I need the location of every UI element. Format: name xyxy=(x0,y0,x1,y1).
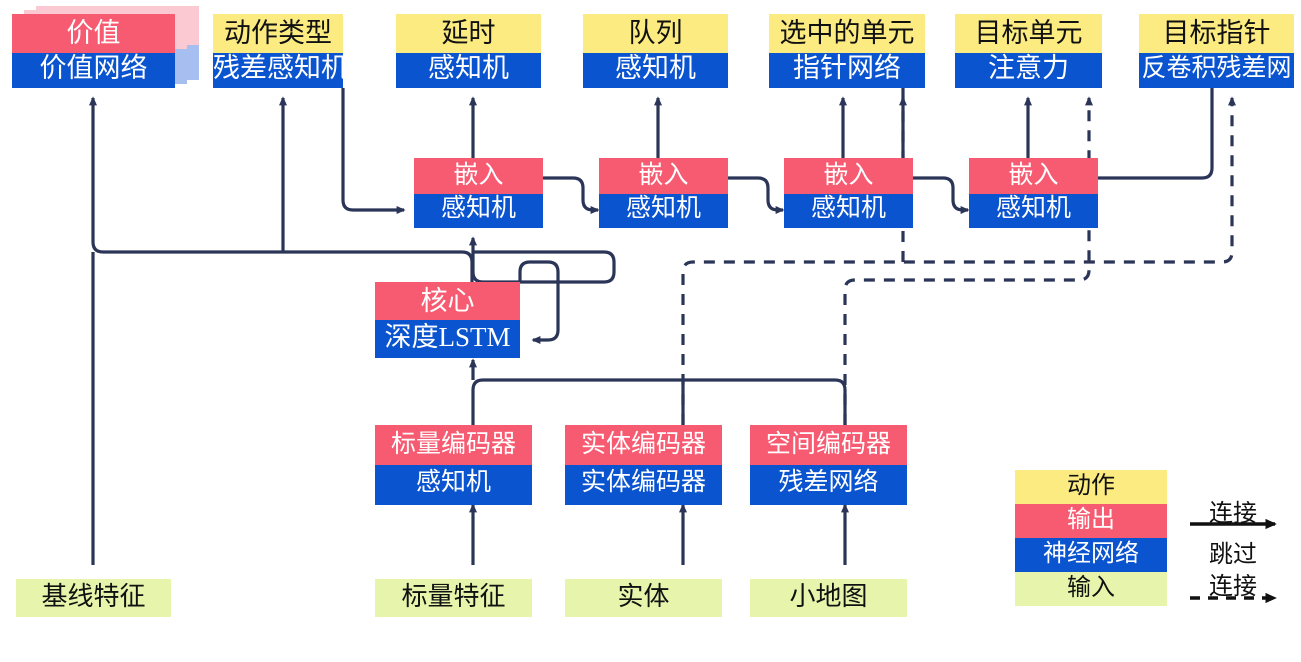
input-scalar-features-label: 标量特征 xyxy=(375,579,532,617)
legend-swatch-action: 动作 xyxy=(1015,470,1167,504)
node-selected-unit-network-label: 指针网络 xyxy=(769,53,925,88)
node-queue[interactable]: 队列 感知机 xyxy=(583,14,728,88)
legend-connection-label: 连接 xyxy=(1209,501,1257,527)
legend-swatch-output: 输出 xyxy=(1015,504,1167,538)
node-selected-unit[interactable]: 选中的单元 指针网络 xyxy=(769,14,925,88)
node-entity-encoder[interactable]: 实体编码器 实体编码器 xyxy=(565,425,722,505)
node-target-unit[interactable]: 目标单元 注意力 xyxy=(955,14,1102,88)
node-action-type-action-label: 动作类型 xyxy=(213,14,343,53)
node-queue-action-label: 队列 xyxy=(583,14,728,53)
node-embedding-1-network-label: 感知机 xyxy=(414,194,543,228)
node-target-pointer-network-label: 反卷积残差网 xyxy=(1139,53,1294,88)
node-delay-network-label: 感知机 xyxy=(396,53,541,88)
node-embedding-3-output-label: 嵌入 xyxy=(784,158,913,194)
node-embedding-4[interactable]: 嵌入 感知机 xyxy=(969,158,1098,228)
node-spatial-encoder-network-label: 残差网络 xyxy=(750,465,907,505)
skip-connections xyxy=(681,96,1236,425)
node-embedding-4-output-label: 嵌入 xyxy=(969,158,1098,194)
legend-skip-connection-label-line1: 跳过 xyxy=(1209,542,1257,568)
node-action-type[interactable]: 动作类型 残差感知机 xyxy=(213,14,348,88)
node-spatial-encoder[interactable]: 空间编码器 残差网络 xyxy=(750,425,907,505)
node-target-pointer-action-label: 目标指针 xyxy=(1139,14,1294,53)
legend-arrows xyxy=(1190,518,1277,604)
input-baseline-features[interactable]: 基线特征 xyxy=(16,579,171,617)
node-queue-network-label: 感知机 xyxy=(583,53,728,88)
node-scalar-encoder-output-label: 标量编码器 xyxy=(375,425,532,465)
node-embedding-2-network-label: 感知机 xyxy=(599,194,728,228)
legend-skip-connection-label-line2: 连接 xyxy=(1209,574,1257,600)
node-embedding-1-output-label: 嵌入 xyxy=(414,158,543,194)
node-scalar-encoder[interactable]: 标量编码器 感知机 xyxy=(375,425,532,505)
node-action-type-network-label: 残差感知机 xyxy=(213,53,348,88)
node-target-unit-network-label: 注意力 xyxy=(955,53,1102,88)
node-delay-action-label: 延时 xyxy=(396,14,541,53)
node-selected-unit-action-label: 选中的单元 xyxy=(769,14,925,53)
input-scalar-features[interactable]: 标量特征 xyxy=(375,579,532,617)
node-spatial-encoder-output-label: 空间编码器 xyxy=(750,425,907,465)
node-entity-encoder-network-label: 实体编码器 xyxy=(565,465,722,505)
input-minimap[interactable]: 小地图 xyxy=(750,579,907,617)
node-core[interactable]: 核心 深度LSTM xyxy=(375,282,520,358)
input-minimap-label: 小地图 xyxy=(750,579,907,617)
node-scalar-encoder-network-label: 感知机 xyxy=(375,465,532,505)
node-core-network-label: 深度LSTM xyxy=(375,320,520,358)
node-delay[interactable]: 延时 感知机 xyxy=(396,14,541,88)
node-embedding-4-network-label: 感知机 xyxy=(969,194,1098,228)
input-baseline-features-label: 基线特征 xyxy=(16,579,171,617)
input-entities[interactable]: 实体 xyxy=(565,579,722,617)
node-target-unit-action-label: 目标单元 xyxy=(955,14,1102,53)
legend-swatch-neural-network: 神经网络 xyxy=(1015,538,1167,572)
node-value-output-label: 价值 xyxy=(12,14,175,53)
input-entities-label: 实体 xyxy=(565,579,722,617)
node-target-pointer[interactable]: 目标指针 反卷积残差网 xyxy=(1139,14,1294,88)
node-embedding-2[interactable]: 嵌入 感知机 xyxy=(599,158,728,228)
node-embedding-1[interactable]: 嵌入 感知机 xyxy=(414,158,543,228)
node-core-output-label: 核心 xyxy=(375,282,520,320)
legend-swatches: 动作 输出 神经网络 输入 xyxy=(1015,470,1167,606)
node-entity-encoder-output-label: 实体编码器 xyxy=(565,425,722,465)
node-value-network-label: 价值网络 xyxy=(12,53,175,88)
node-embedding-3[interactable]: 嵌入 感知机 xyxy=(784,158,913,228)
node-embedding-2-output-label: 嵌入 xyxy=(599,158,728,194)
node-value[interactable]: 价值 价值网络 xyxy=(12,14,175,88)
node-embedding-3-network-label: 感知机 xyxy=(784,194,913,228)
legend-swatch-input: 输入 xyxy=(1015,572,1167,606)
